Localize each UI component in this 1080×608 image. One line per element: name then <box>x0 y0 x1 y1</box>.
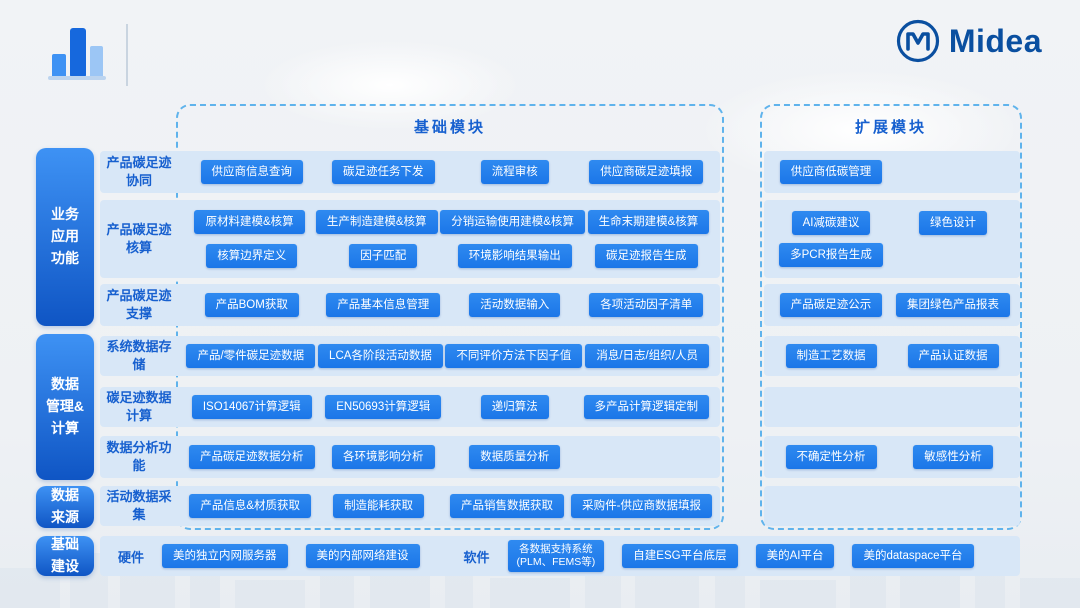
module-button: 制造能耗获取 <box>333 493 425 519</box>
ext-zone <box>764 486 1020 526</box>
base-zone: 产品BOM获取 产品基本信息管理 活动数据输入 各项活动因子清单 <box>178 284 720 326</box>
function-row: 碳足迹数据计算 ISO14067计算逻辑 EN50693计算逻辑 递归算法 多产品计算… <box>100 387 1020 427</box>
module-button: 各环境影响分析 <box>332 444 435 470</box>
module-button: 分销运输使用建模&核算 <box>440 209 585 235</box>
module-button: 不确定性分析 <box>785 444 877 470</box>
module-button: 美的内部网络建设 <box>305 543 420 569</box>
module-button: 产品BOM获取 <box>204 292 299 318</box>
module-button: 绿色设计 <box>919 211 987 236</box>
function-row: 活动数据采集 产品信息&材质获取制造能耗获取产品销售数据获取采购件-供应商数据填… <box>100 486 1020 526</box>
module-button: 自建ESG平台底层 <box>622 543 738 569</box>
module-button: 不同评价方法下因子值 <box>445 343 583 369</box>
module-button: 产品碳足迹公示 <box>779 292 883 318</box>
function-row: 产品碳足迹核算 原材料建模&核算生产制造建模&核算分销运输使用建模&核算生命末期… <box>100 200 1020 278</box>
module-button: 原材料建模&核算 <box>194 209 305 235</box>
cloud-decoration <box>260 40 520 130</box>
module-button: 碳足迹任务下发 <box>332 159 435 185</box>
module-button: 产品基本信息管理 <box>326 292 441 318</box>
module-button: 敏感性分析 <box>913 444 993 470</box>
module-button: 供应商碳足迹填报 <box>589 159 704 185</box>
ext-zone: 制造工艺数据 产品认证数据 <box>764 336 1020 376</box>
function-row: 产品碳足迹支撑 产品BOM获取 产品基本信息管理 活动数据输入 各项活动因子清单 产品… <box>100 284 1020 326</box>
module-button: 流程审核 <box>480 159 549 185</box>
module-button: 美的AI平台 <box>755 543 835 569</box>
base-zone: ISO14067计算逻辑 EN50693计算逻辑 递归算法 多产品计算逻辑定制 <box>178 387 720 427</box>
module-button: 产品/零件碳足迹数据 <box>186 343 316 369</box>
base-zone: 原材料建模&核算生产制造建模&核算分销运输使用建模&核算生命末期建模&核算 核算… <box>178 200 720 278</box>
side-group-infrastructure: 基础建设 <box>36 536 94 576</box>
side-group-data-management: 数据管理&计算 <box>36 334 94 480</box>
module-button: 各数据支持系统 (PLM、FEMS等) <box>507 539 605 573</box>
extension-modules-title: 扩展模块 <box>854 119 927 136</box>
extension-modules-box: 扩展模块 <box>760 104 1022 530</box>
software-items: 各数据支持系统 (PLM、FEMS等) 自建ESG平台底层美的AI平台美的data… <box>507 539 974 573</box>
function-row: 产品碳足迹协同 供应商信息查询 碳足迹任务下发 流程审核 供应商碳足迹填报 供应商低碳… <box>100 151 1020 193</box>
module-button: LCA各阶段活动数据 <box>318 343 443 369</box>
module-button: 供应商信息查询 <box>200 159 303 185</box>
building-chart-icon <box>42 24 128 86</box>
module-button: 核算边界定义 <box>206 243 298 269</box>
hardware-label: 硬件 <box>118 549 145 565</box>
module-button: 碳足迹报告生成 <box>595 243 698 269</box>
ext-zone: AI减碳建议 绿色设计 多PCR报告生成 <box>764 200 1020 278</box>
module-button: 集团绿色产品报表 <box>896 292 1010 318</box>
infrastructure-row: 硬件 美的独立内网服务器美的内部网络建设 软件 各数据支持系统 (PLM、FEM… <box>100 536 1020 576</box>
row-label: 碳足迹数据计算 <box>106 390 172 423</box>
midea-wordmark: Midea <box>948 22 1042 59</box>
module-button: AI减碳建议 <box>791 211 871 236</box>
ext-zone: 供应商低碳管理 <box>764 151 1020 193</box>
hardware-items: 美的独立内网服务器美的内部网络建设 <box>162 543 420 569</box>
module-button: 产品信息&材质获取 <box>189 493 312 519</box>
ext-zone: 产品碳足迹公示集团绿色产品报表 <box>764 284 1020 326</box>
midea-logo: Midea <box>895 18 1042 64</box>
row-label: 系统数据存储 <box>106 339 172 372</box>
side-group-data-source: 数据来源 <box>36 486 94 528</box>
module-button: 消息/日志/组织/人员 <box>585 343 709 369</box>
module-button: 采购件-供应商数据填报 <box>571 493 712 519</box>
module-button: 数据质量分析 <box>469 444 561 470</box>
module-button: 产品认证数据 <box>907 343 999 369</box>
ext-zone <box>764 387 1020 427</box>
software-label: 软件 <box>463 549 490 565</box>
module-button: 生产制造建模&核算 <box>315 209 438 235</box>
row-label: 产品碳足迹协同 <box>106 155 172 188</box>
base-zone: 产品信息&材质获取制造能耗获取产品销售数据获取采购件-供应商数据填报 <box>178 486 720 526</box>
side-group-business-application: 业务应用功能 <box>36 148 94 326</box>
row-label: 活动数据采集 <box>106 489 172 522</box>
module-button: 制造工艺数据 <box>785 343 877 369</box>
module-button: 递归算法 <box>480 394 549 420</box>
module-button: 活动数据输入 <box>469 292 561 318</box>
midea-logo-mark <box>896 19 939 63</box>
base-modules-title: 基础模块 <box>413 119 486 136</box>
row-label: 数据分析功能 <box>106 440 172 473</box>
module-button: 美的独立内网服务器 <box>162 543 288 569</box>
module-button: 多PCR报告生成 <box>779 242 883 267</box>
module-button: 产品销售数据获取 <box>449 493 564 519</box>
module-button: 多产品计算逻辑定制 <box>583 394 709 420</box>
module-button: 产品碳足迹数据分析 <box>189 444 315 470</box>
module-button: 各项活动因子清单 <box>589 292 704 318</box>
module-button: 环境影响结果输出 <box>457 243 572 269</box>
module-button: ISO14067计算逻辑 <box>191 394 312 420</box>
function-row: 数据分析功能 产品碳足迹数据分析各环境影响分析 数据质量分析 不确定性分析 敏感性分… <box>100 436 1020 478</box>
module-button: 美的dataspace平台 <box>852 543 974 569</box>
base-zone: 产品碳足迹数据分析各环境影响分析 数据质量分析 <box>178 436 720 478</box>
row-label: 产品碳足迹支撑 <box>106 288 172 321</box>
ext-zone: 不确定性分析 敏感性分析 <box>764 436 1020 478</box>
row-label: 产品碳足迹核算 <box>106 222 172 255</box>
module-button: 生命末期建模&核算 <box>587 209 710 235</box>
base-zone: 供应商信息查询 碳足迹任务下发 流程审核 供应商碳足迹填报 <box>178 151 720 193</box>
module-button: EN50693计算逻辑 <box>325 394 442 420</box>
module-button: 因子匹配 <box>349 243 418 269</box>
module-button: 供应商低碳管理 <box>779 159 883 185</box>
